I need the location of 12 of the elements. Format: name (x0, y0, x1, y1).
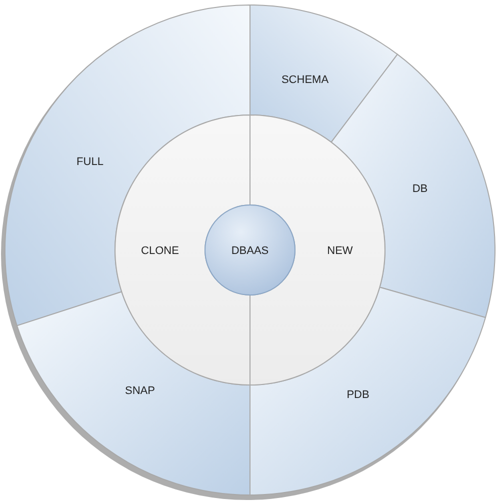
segment-label: NEW (327, 245, 353, 257)
segment-label: DBAAS (231, 245, 269, 257)
segment-label: PDB (346, 389, 370, 401)
segment-label: DB (412, 183, 428, 195)
segment-label: CLONE (141, 245, 179, 257)
center-circle (204, 204, 296, 296)
outer-ring-segment (250, 4, 398, 143)
segment-label: SNAP (125, 385, 155, 397)
outer-ring-segment (16, 291, 250, 496)
outer-ring-segment (250, 286, 486, 496)
segment-label: SCHEMA (281, 74, 329, 86)
segment-label: FULL (76, 156, 104, 168)
